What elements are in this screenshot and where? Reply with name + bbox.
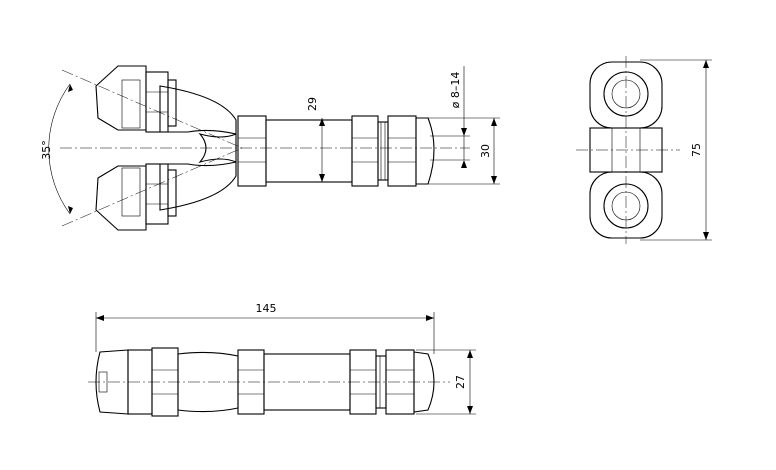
side-view-right-cap xyxy=(413,351,435,413)
side-view-left-cap xyxy=(95,349,129,415)
end-view-lower-bore xyxy=(611,191,641,221)
end-view-lower-cap xyxy=(589,171,663,239)
dim-angle-label: 35° xyxy=(40,140,53,160)
end-view-upper-cap xyxy=(589,61,663,129)
upper-branch-tube xyxy=(159,85,237,135)
lower-branch-cap xyxy=(95,165,147,231)
main-nut-left xyxy=(237,115,267,187)
dim-30-label: 30 xyxy=(479,144,492,158)
thread-ring xyxy=(377,121,389,181)
dim-145-label: 145 xyxy=(256,302,277,315)
dim-75-label: 75 xyxy=(690,143,703,157)
side-view: 145 27 xyxy=(88,302,476,417)
junction-body xyxy=(198,132,237,164)
upper-branch-centerline xyxy=(61,69,243,149)
main-nut-right xyxy=(351,115,379,187)
dim-cable-range-label: ø 8–14 xyxy=(449,72,462,109)
lower-branch-tube xyxy=(159,161,237,211)
upper-branch-nut xyxy=(145,71,169,133)
lower-branch-nut xyxy=(145,163,169,225)
main-body xyxy=(265,119,353,183)
gland-nut xyxy=(387,115,417,187)
angle-arc xyxy=(48,83,71,215)
dim-27-label: 27 xyxy=(454,375,467,389)
end-view: 75 xyxy=(576,56,712,244)
dim-29-label: 29 xyxy=(306,97,319,111)
upper-branch-cap xyxy=(95,65,147,131)
end-view-upper-bore xyxy=(611,79,641,109)
seal-insert xyxy=(415,117,435,185)
lower-branch-centerline xyxy=(61,147,243,227)
y-connector-top-view: 29 ø 8–14 30 35° xyxy=(40,65,500,231)
